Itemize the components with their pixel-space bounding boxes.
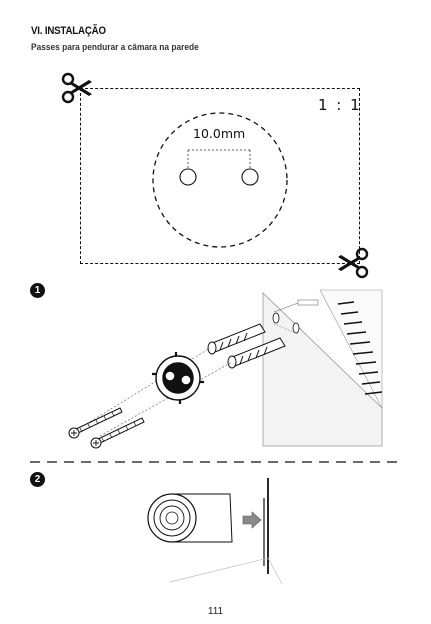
section-title: VI. INSTALAÇÃO	[31, 25, 106, 37]
scale-label: 1 : 1	[318, 96, 362, 114]
step-2-illustration	[140, 474, 290, 584]
hole-spacing-label: 10.0mm	[193, 126, 245, 141]
subtitle: Passes para pendurar a câmara na parede	[31, 42, 199, 53]
scissors-icon	[336, 247, 370, 279]
scissors-icon	[60, 72, 94, 104]
step-2-badge: 2	[30, 472, 45, 487]
camera-side-illustration	[148, 494, 232, 542]
step-1-badge: 1	[30, 283, 45, 298]
section-divider	[30, 460, 400, 464]
wall-edge-illustration	[264, 478, 268, 574]
page-number: 111	[0, 606, 431, 617]
wall-illustration	[263, 290, 382, 446]
camera-base-illustration	[152, 352, 204, 404]
screw-illustration	[69, 408, 144, 448]
arrow-right-icon	[243, 512, 261, 528]
step-1-illustration	[60, 288, 390, 458]
